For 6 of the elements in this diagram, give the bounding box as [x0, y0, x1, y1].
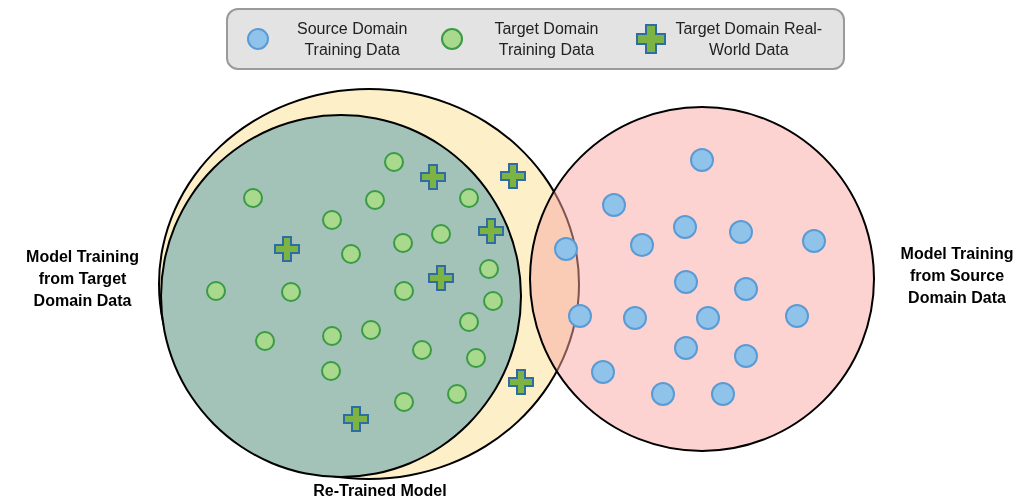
legend-text: Target Domain Real-World Data [674, 19, 824, 60]
legend-text: Target Domain Training Data [493, 19, 600, 60]
legend-text: Source Domain Training Data [296, 19, 409, 60]
region-label: Model Training from Source Domain Data [899, 244, 1015, 308]
region-label: Re-Trained Model [312, 481, 448, 499]
region-label: Model Training from Target Domain Data [25, 247, 140, 311]
